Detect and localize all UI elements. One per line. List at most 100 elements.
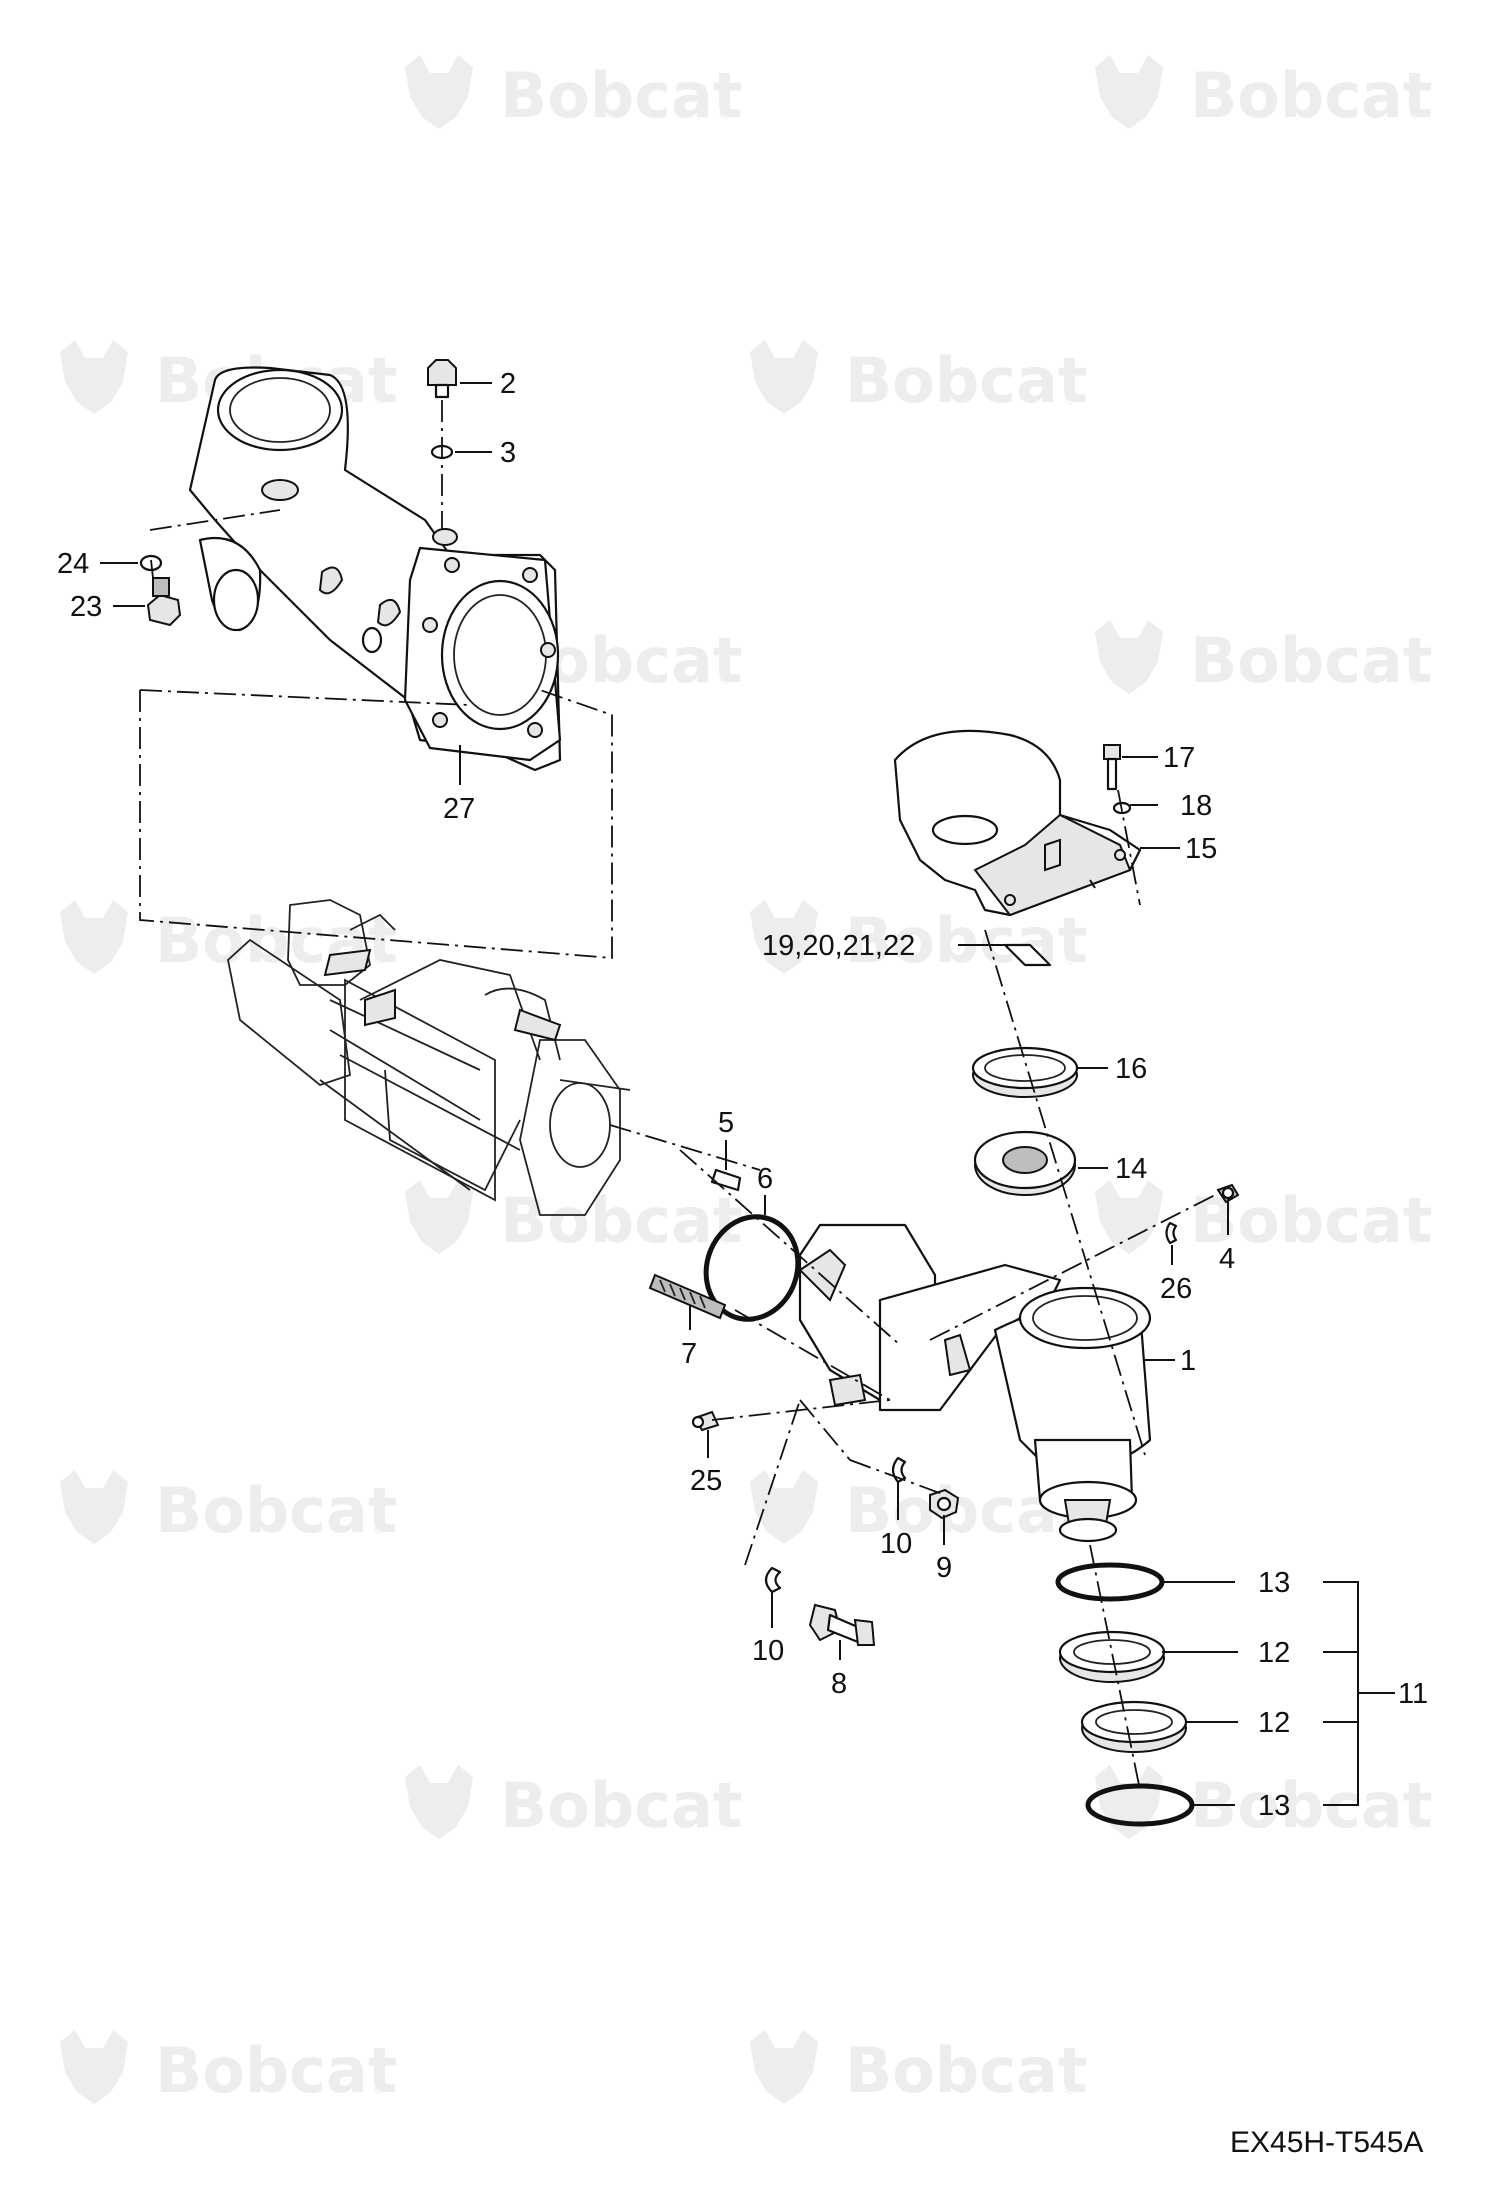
callout-14: 14 xyxy=(1115,1153,1147,1185)
callout-10b: 10 xyxy=(752,1635,784,1667)
bobcat-watermark-registered: ® xyxy=(1408,672,1422,688)
bobcat-watermark: Bobcat® xyxy=(1095,1180,1432,1257)
bobcat-watermark-registered: ® xyxy=(373,392,387,408)
bobcat-watermark: Bobcat® xyxy=(1095,620,1432,697)
bobcat-watermark-registered: ® xyxy=(1063,2082,1077,2098)
leader-lines xyxy=(100,382,1395,1806)
bobcat-watermark: Bobcat® xyxy=(405,55,742,132)
upper-axle-housing xyxy=(188,366,562,772)
bobcat-logo-icon xyxy=(750,340,818,414)
callout-12b: 12 xyxy=(1258,1707,1290,1739)
bobcat-watermark-text: Bobcat xyxy=(500,1769,742,1842)
bobcat-logo-icon xyxy=(750,900,818,974)
bobcat-watermark-registered: ® xyxy=(1063,392,1077,408)
bobcat-watermark: Bobcat® xyxy=(60,900,397,977)
callout-26: 26 xyxy=(1160,1273,1192,1305)
callout-11: 11 xyxy=(1398,1678,1428,1710)
bobcat-watermark-text: Bobcat xyxy=(155,2034,397,2107)
bolt-2 xyxy=(427,359,457,399)
bobcat-watermark: Bobcat® xyxy=(1095,55,1432,132)
seal-ring-12-lower xyxy=(1080,1700,1188,1753)
bobcat-watermark-registered: ® xyxy=(1408,107,1422,123)
bobcat-logo-icon xyxy=(1095,1180,1163,1254)
callout-13a: 13 xyxy=(1258,1567,1290,1599)
bobcat-watermark-registered: ® xyxy=(1063,952,1077,968)
plug-23 xyxy=(146,577,182,627)
callout-27: 27 xyxy=(443,793,475,825)
callout-15: 15 xyxy=(1185,833,1217,865)
bolt-17 xyxy=(1103,744,1121,791)
o-ring-13-upper xyxy=(1055,1562,1165,1602)
callout-16: 16 xyxy=(1115,1053,1147,1085)
bobcat-logo-icon xyxy=(405,1180,473,1254)
callout-10a: 10 xyxy=(880,1528,912,1560)
bobcat-logo-icon xyxy=(750,2030,818,2104)
callout-18: 18 xyxy=(1180,790,1212,822)
bobcat-watermark-registered: ® xyxy=(373,952,387,968)
callout-2: 2 xyxy=(500,368,516,400)
callout-19-22: 19,20,21,22 xyxy=(762,930,915,962)
callout-3: 3 xyxy=(500,437,516,469)
callout-12a: 12 xyxy=(1258,1637,1290,1669)
bobcat-watermark-layer: Bobcat®Bobcat®Bobcat®Bobcat®Bobcat®Bobca… xyxy=(60,55,1432,2107)
seal-16 xyxy=(971,1046,1079,1098)
bobcat-watermark-registered: ® xyxy=(373,2082,387,2098)
bobcat-logo-icon xyxy=(60,340,128,414)
bobcat-watermark: Bobcat® xyxy=(405,1180,742,1257)
bobcat-logo-icon xyxy=(750,1470,818,1544)
kingpin-cap xyxy=(893,729,1142,917)
bolt-8 xyxy=(808,1603,876,1646)
washer-10b xyxy=(764,1566,782,1594)
o-ring-6 xyxy=(703,1214,801,1322)
bobcat-watermark-text: Bobcat xyxy=(845,344,1087,417)
callouts: 2 3 24 23 27 17 18 15 19,20,21,22 16 14 … xyxy=(57,368,1428,1822)
callout-17: 17 xyxy=(1163,742,1195,774)
plug-4 xyxy=(1216,1183,1240,1204)
bobcat-watermark-registered: ® xyxy=(718,107,732,123)
bobcat-watermark: Bobcat® xyxy=(750,2030,1087,2107)
callout-7: 7 xyxy=(681,1338,697,1370)
shim-19-22 xyxy=(1003,943,1052,967)
callout-4: 4 xyxy=(1219,1243,1235,1275)
bobcat-watermark-text: Bobcat xyxy=(500,1184,742,1257)
bobcat-watermark-registered: ® xyxy=(373,1522,387,1538)
callout-25: 25 xyxy=(690,1465,722,1497)
washer-26 xyxy=(1165,1221,1178,1245)
fitting-25 xyxy=(691,1410,720,1432)
bobcat-watermark-text: Bobcat xyxy=(500,59,742,132)
callout-5: 5 xyxy=(718,1107,734,1139)
bobcat-watermark: Bobcat® xyxy=(750,340,1087,417)
bobcat-logo-icon xyxy=(60,900,128,974)
bobcat-watermark: Bobcat® xyxy=(60,1470,397,1547)
bobcat-logo-icon xyxy=(60,2030,128,2104)
bobcat-logo-icon xyxy=(1095,55,1163,129)
callout-9: 9 xyxy=(936,1552,952,1584)
bobcat-logo-icon xyxy=(405,1765,473,1839)
bobcat-watermark-registered: ® xyxy=(718,672,732,688)
bobcat-watermark-text: Bobcat xyxy=(1190,624,1432,697)
bobcat-watermark-registered: ® xyxy=(1408,1232,1422,1248)
bobcat-watermark-text: Bobcat xyxy=(845,2034,1087,2107)
bobcat-logo-icon xyxy=(1095,1765,1163,1839)
bobcat-watermark: Bobcat® xyxy=(405,1765,742,1842)
bobcat-logo-icon xyxy=(405,55,473,129)
callout-8: 8 xyxy=(831,1668,847,1700)
bobcat-logo-icon xyxy=(1095,620,1163,694)
bobcat-watermark-registered: ® xyxy=(718,1817,732,1833)
callout-1: 1 xyxy=(1180,1345,1196,1377)
axle-body-phantom xyxy=(227,899,631,1216)
callout-23: 23 xyxy=(70,591,102,623)
bobcat-logo-icon xyxy=(60,1470,128,1544)
bobcat-watermark-text: Bobcat xyxy=(1190,59,1432,132)
stud-7 xyxy=(648,1273,727,1320)
dowel-pin-5 xyxy=(710,1168,742,1192)
bearing-14 xyxy=(973,1130,1077,1196)
bobcat-watermark-text: Bobcat xyxy=(155,1474,397,1547)
spindle-housing xyxy=(798,1223,1152,1543)
bobcat-watermark: Bobcat® xyxy=(750,1470,1087,1547)
diagram-code: EX45H-T545A xyxy=(1230,2126,1423,2159)
bobcat-watermark-registered: ® xyxy=(1408,1817,1422,1833)
bobcat-watermark: Bobcat® xyxy=(60,2030,397,2107)
callout-13b: 13 xyxy=(1258,1790,1290,1822)
